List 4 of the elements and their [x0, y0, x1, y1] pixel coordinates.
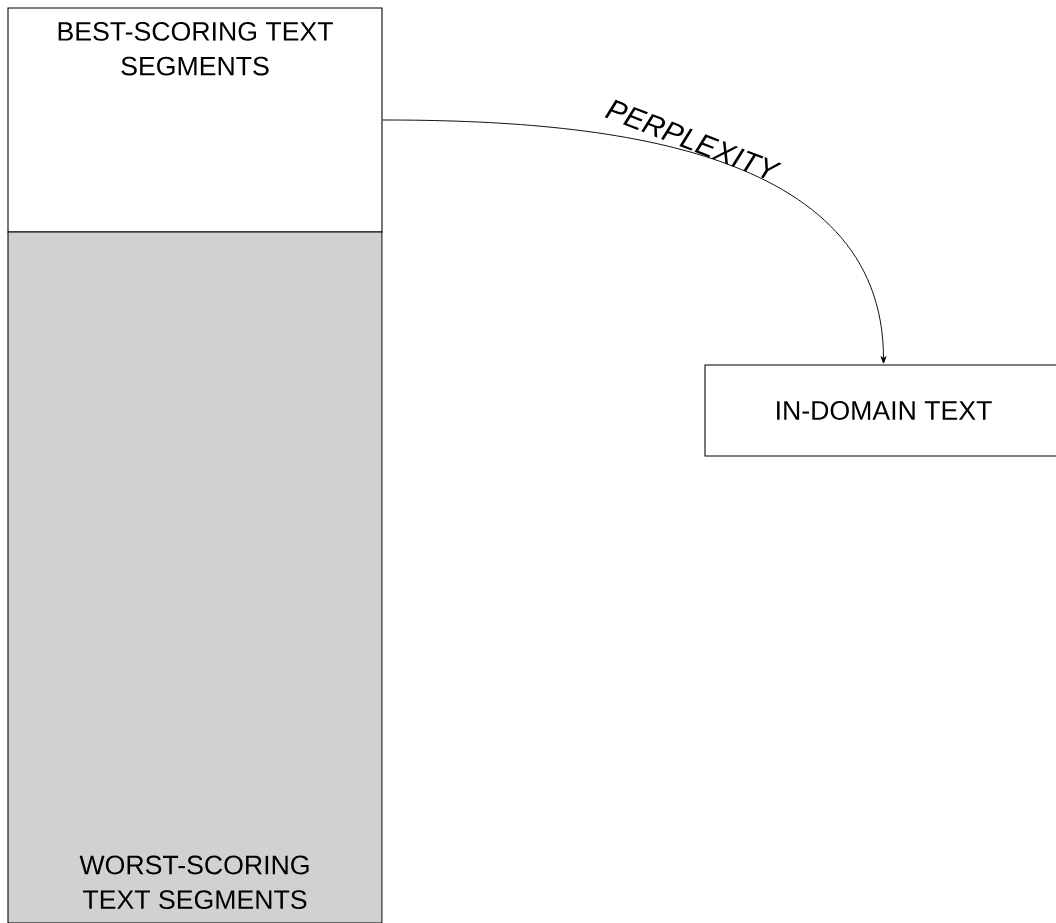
segment-box: BEST-SCORING TEXT SEGMENTS: [7, 7, 383, 233]
curved-arrow: [382, 119, 887, 364]
hatched-segment-box: WORST-SCORING TEXT SEGMENTS: [7, 231, 383, 923]
domain-box: IN-DOMAIN TEXT: [704, 364, 1056, 457]
